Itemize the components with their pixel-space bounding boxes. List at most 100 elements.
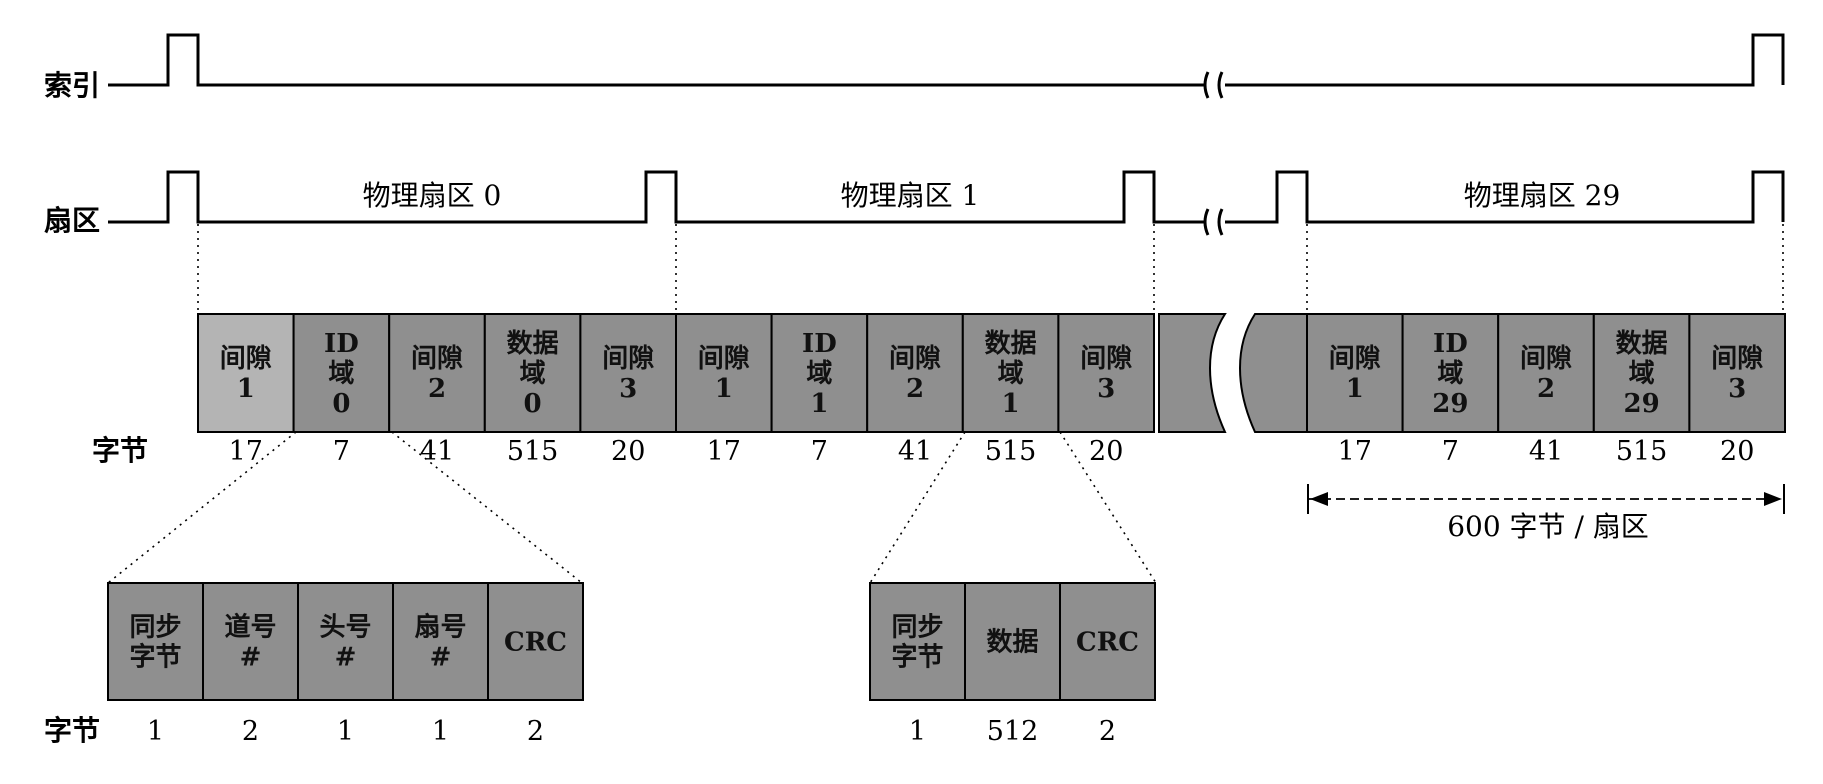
field-cell: CRC — [1059, 582, 1156, 701]
byte-count: 7 — [811, 436, 828, 467]
byte-count: 7 — [1442, 436, 1459, 467]
track-break-segment — [1158, 313, 1227, 433]
field-cell-text: ID — [802, 329, 837, 359]
field-cell-text: 1 — [1346, 374, 1364, 404]
field-cell-box — [1057, 313, 1156, 433]
field-cell: 数据 — [964, 582, 1061, 701]
byte-count: 515 — [507, 436, 559, 467]
field-cell-text: 同步 — [129, 612, 181, 643]
field-cell-text: 同步 — [891, 612, 943, 643]
detail-zoom-lines — [107, 431, 1157, 584]
field-cell: 间隙3 — [579, 313, 678, 433]
sector-span-arrow — [1307, 484, 1785, 514]
field-cell-text: 域 — [328, 359, 354, 389]
field-cell-box — [487, 582, 584, 701]
field-cell-text: # — [335, 643, 357, 673]
field-cell: 间隙2 — [388, 313, 486, 433]
field-cell-text: 数据 — [986, 628, 1038, 658]
byte-count: 512 — [987, 716, 1039, 747]
field-cell-text: 字节 — [129, 642, 181, 673]
field-cell-text: 域 — [520, 359, 546, 389]
field-cell-text: 2 — [906, 374, 924, 404]
field-cell-box — [579, 313, 678, 433]
field-cell-text: # — [240, 643, 262, 673]
field-cell: 间隙1 — [197, 313, 295, 433]
track-row: 间隙1ID域0间隙2数据域0间隙3间隙1ID域1间隙2数据域1间隙3间隙1ID域… — [197, 313, 1787, 433]
byte-count: 515 — [985, 436, 1037, 467]
zoom-line — [1059, 431, 1157, 584]
field-cell-box — [961, 313, 1060, 433]
sector-waveform — [108, 170, 1785, 236]
field-cell-text: 0 — [332, 389, 350, 419]
field-cell-text: 头号 — [319, 613, 371, 643]
zoom-line — [107, 431, 297, 584]
field-cell: 间隙2 — [1497, 313, 1595, 433]
index-line-left — [108, 33, 1205, 87]
byte-count: 1 — [147, 716, 164, 747]
field-cell: CRC — [487, 582, 584, 701]
field-cell-box — [866, 313, 964, 433]
byte-count: 41 — [420, 436, 454, 467]
field-cell-text: 1 — [237, 374, 255, 404]
field-cell-text: 域 — [806, 359, 832, 389]
field-cell-box — [292, 313, 391, 433]
field-cell-text: 间隙 — [1080, 344, 1132, 374]
field-cell-box — [1306, 313, 1404, 433]
byte-count: 1 — [909, 716, 926, 747]
field-cell-text: 3 — [619, 374, 637, 404]
byte-count: 20 — [1720, 436, 1754, 467]
field-cell-text: 29 — [1432, 389, 1468, 419]
field-cell: 间隙3 — [1688, 313, 1787, 433]
field-cell-text: 间隙 — [602, 344, 654, 374]
field-cell-text: 域 — [1629, 359, 1655, 389]
index-waveform — [108, 33, 1785, 99]
field-cell-box — [1592, 313, 1691, 433]
field-cell-box — [388, 313, 486, 433]
field-cell-text: 1 — [810, 389, 828, 419]
zoom-line — [869, 431, 966, 584]
byte-count: 1 — [432, 716, 449, 747]
sector-1-label: 物理扇区 1 — [841, 179, 980, 212]
byte-count: 7 — [333, 436, 350, 467]
field-cell-text: 道号 — [224, 612, 276, 643]
field-cell-text: 1 — [715, 374, 733, 404]
byte-count: 20 — [1089, 436, 1123, 467]
field-cell-box — [964, 582, 1061, 701]
field-cell-text: 2 — [1537, 374, 1555, 404]
field-cell-box — [483, 313, 582, 433]
sector-span-label: 600 字节 / 扇区 — [1447, 510, 1649, 543]
sector-0-label: 物理扇区 0 — [363, 179, 502, 212]
field-cell-text: 间隙 — [1520, 344, 1572, 374]
field-cell-box — [1059, 582, 1156, 701]
field-cell-text: 字节 — [891, 642, 943, 673]
sector-line-right — [1225, 170, 1785, 224]
field-cell: 扇号# — [392, 582, 489, 701]
field-cell-text: 间隙 — [220, 344, 272, 374]
field-cell-text: CRC — [1076, 628, 1139, 658]
field-cell-text: 间隙 — [411, 344, 463, 374]
field-cell-text: 1 — [1002, 389, 1020, 419]
field-cell-text: # — [430, 643, 452, 673]
field-cell-text: 数据 — [1616, 329, 1668, 359]
field-cell-box — [107, 582, 204, 701]
byte-count: 17 — [707, 436, 741, 467]
field-cell-text: ID — [324, 329, 359, 359]
field-cell-box — [297, 582, 394, 701]
field-cell-box — [1401, 313, 1500, 433]
byte-count: 1 — [337, 716, 354, 747]
field-cell-text: 2 — [428, 374, 446, 404]
byte-count: 2 — [527, 716, 544, 747]
byte-count: 2 — [242, 716, 259, 747]
field-cell-text: 间隙 — [698, 344, 750, 374]
sector-29-label: 物理扇区 29 — [1464, 179, 1621, 212]
field-cell: 间隙3 — [1057, 313, 1156, 433]
